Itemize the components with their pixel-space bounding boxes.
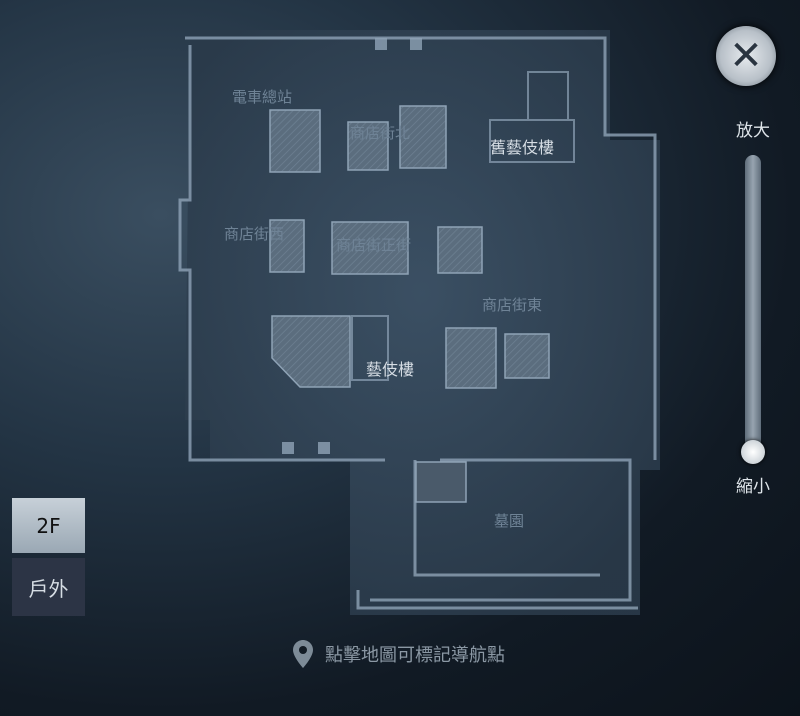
zoom-slider[interactable] bbox=[745, 155, 761, 460]
zoom-out-label[interactable]: 縮小 bbox=[736, 477, 770, 497]
zoom-slider-handle[interactable] bbox=[741, 440, 765, 464]
map-label-old-geisha[interactable]: 舊藝伎樓 bbox=[490, 138, 555, 157]
close-icon: ✕ bbox=[729, 33, 763, 79]
floor-2f-button[interactable]: 2F bbox=[12, 498, 85, 553]
zoom-in-label[interactable]: 放大 bbox=[736, 121, 770, 141]
map-label-shop-main[interactable]: 商店街正街 bbox=[336, 236, 412, 254]
map-label-shop-west[interactable]: 商店街西 bbox=[224, 225, 285, 243]
map-label-shop-east[interactable]: 商店街東 bbox=[482, 296, 543, 314]
map-label-cemetery[interactable]: 墓園 bbox=[494, 512, 525, 530]
hint-text: 點擊地圖可標記導航點 bbox=[325, 645, 505, 666]
map-label-tram[interactable]: 電車總站 bbox=[232, 88, 293, 106]
map-label-shop-north[interactable]: 商店街北 bbox=[350, 124, 411, 142]
floor-outdoor-button[interactable]: 戶外 bbox=[12, 558, 85, 616]
map-pin-icon bbox=[293, 640, 313, 668]
map-label-geisha[interactable]: 藝伎樓 bbox=[366, 360, 415, 379]
navigation-hint: 點擊地圖可標記導航點 bbox=[293, 640, 505, 668]
close-button[interactable]: ✕ bbox=[716, 26, 776, 86]
